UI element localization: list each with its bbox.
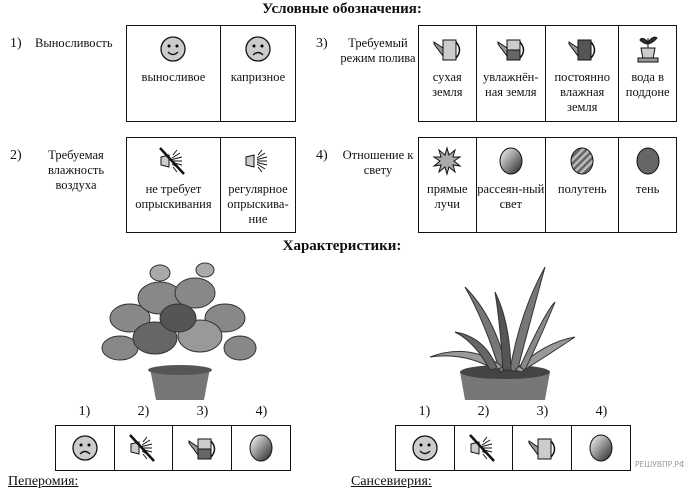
legend-item: тень: [619, 138, 676, 232]
gradient-circle-icon: [496, 146, 526, 176]
gradient-circle-icon: [586, 433, 616, 463]
group-3-label: Требуемый режим полива: [340, 36, 416, 65]
column-number: 4): [255, 404, 268, 419]
legend-text: постоянно влажная земля: [554, 70, 610, 114]
sprayer-icon: [243, 146, 273, 176]
group-2-number: 2): [10, 148, 22, 163]
humidity-legend: не требует опрыскивания регулярное опрыс…: [126, 137, 296, 233]
legend-title: Условные обозначения:: [262, 1, 422, 17]
peperomia-name: Пеперомия:: [8, 474, 79, 489]
legend-item: прямые лучи: [419, 138, 477, 232]
legend-text: рассеян-ный свет: [477, 182, 545, 211]
column-number: 3): [536, 404, 549, 419]
sad-face-icon: [70, 433, 100, 463]
watering-can-half-icon: [187, 433, 217, 463]
group-1-label: Выносливость: [35, 36, 113, 50]
watermark: РЕШУВПР.РФ: [635, 460, 684, 469]
gradient-circle-icon: [246, 433, 276, 463]
legend-item: рассеян-ный свет: [477, 138, 546, 232]
sprayer-crossed-icon: [158, 146, 188, 176]
group-4-number: 4): [316, 148, 328, 163]
sun-burst-icon: [432, 146, 462, 176]
legend-item: постоянно влажная земля: [546, 26, 620, 121]
char-cell: [513, 426, 572, 470]
legend-item: регулярное опрыскива-ние: [221, 138, 295, 232]
striped-circle-icon: [567, 146, 597, 176]
column-number: 2): [477, 404, 490, 419]
smile-face-icon: [158, 34, 188, 64]
watering-can-empty-icon: [432, 34, 462, 64]
legend-text: выносливое: [141, 70, 206, 84]
legend-text: не требует опрыскивания: [135, 182, 212, 211]
column-numbers: 1) 2) 3) 4): [395, 404, 631, 420]
legend-text: тень: [635, 182, 660, 196]
group-2-label: Требуемая влажность воздуха: [47, 148, 105, 192]
column-number: 1): [78, 404, 91, 419]
legend-item: сухая земля: [419, 26, 477, 121]
watering-legend: сухая земля увлажнён-ная земля постоянно…: [418, 25, 677, 122]
group-1-number: 1): [10, 36, 22, 51]
peperomia-characteristics: [55, 425, 291, 471]
legend-item: капризное: [221, 26, 295, 121]
column-number: 1): [418, 404, 431, 419]
legend-text: капризное: [230, 70, 286, 84]
sansevieria-photo: [429, 266, 576, 400]
sad-face-icon: [243, 34, 273, 64]
char-cell: [115, 426, 173, 470]
legend-item: вода в поддоне: [619, 26, 676, 121]
sprayer-crossed-icon: [468, 433, 498, 463]
char-cell: [173, 426, 232, 470]
legend-text: прямые лучи: [427, 182, 468, 211]
watering-can-full-icon: [567, 34, 597, 64]
legend-text: вода в поддоне: [625, 70, 670, 99]
sprayer-crossed-icon: [128, 433, 158, 463]
legend-text: полутень: [557, 182, 607, 196]
char-cell: [232, 426, 291, 470]
legend-text: регулярное опрыскива-ние: [227, 182, 289, 226]
legend-text: увлажнён-ная земля: [483, 70, 539, 99]
sansevieria-characteristics: [395, 425, 631, 471]
column-number: 4): [595, 404, 608, 419]
characteristics-title: Характеристики:: [282, 238, 402, 254]
dark-circle-icon: [633, 146, 663, 176]
peperomia-photo: [101, 262, 257, 400]
char-cell: [396, 426, 455, 470]
legend-item: увлажнён-ная земля: [477, 26, 546, 121]
group-4-label: Отношение к свету: [342, 148, 414, 177]
column-numbers: 1) 2) 3) 4): [55, 404, 291, 420]
char-cell: [572, 426, 631, 470]
smile-face-icon: [410, 433, 440, 463]
legend-item: выносливое: [127, 26, 221, 121]
legend-item: полутень: [546, 138, 620, 232]
legend-text: сухая земля: [432, 70, 463, 99]
endurance-legend: выносливое капризное: [126, 25, 296, 122]
sansevieria-name: Сансевиерия:: [351, 474, 432, 489]
pot-in-tray-icon: [633, 34, 663, 64]
char-cell: [455, 426, 513, 470]
watering-can-empty-icon: [527, 433, 557, 463]
char-cell: [56, 426, 115, 470]
light-legend: прямые лучи рассеян-ный свет полутень те…: [418, 137, 677, 233]
column-number: 3): [196, 404, 209, 419]
watering-can-half-icon: [496, 34, 526, 64]
column-number: 2): [137, 404, 150, 419]
legend-item: не требует опрыскивания: [127, 138, 221, 232]
group-3-number: 3): [316, 36, 328, 51]
